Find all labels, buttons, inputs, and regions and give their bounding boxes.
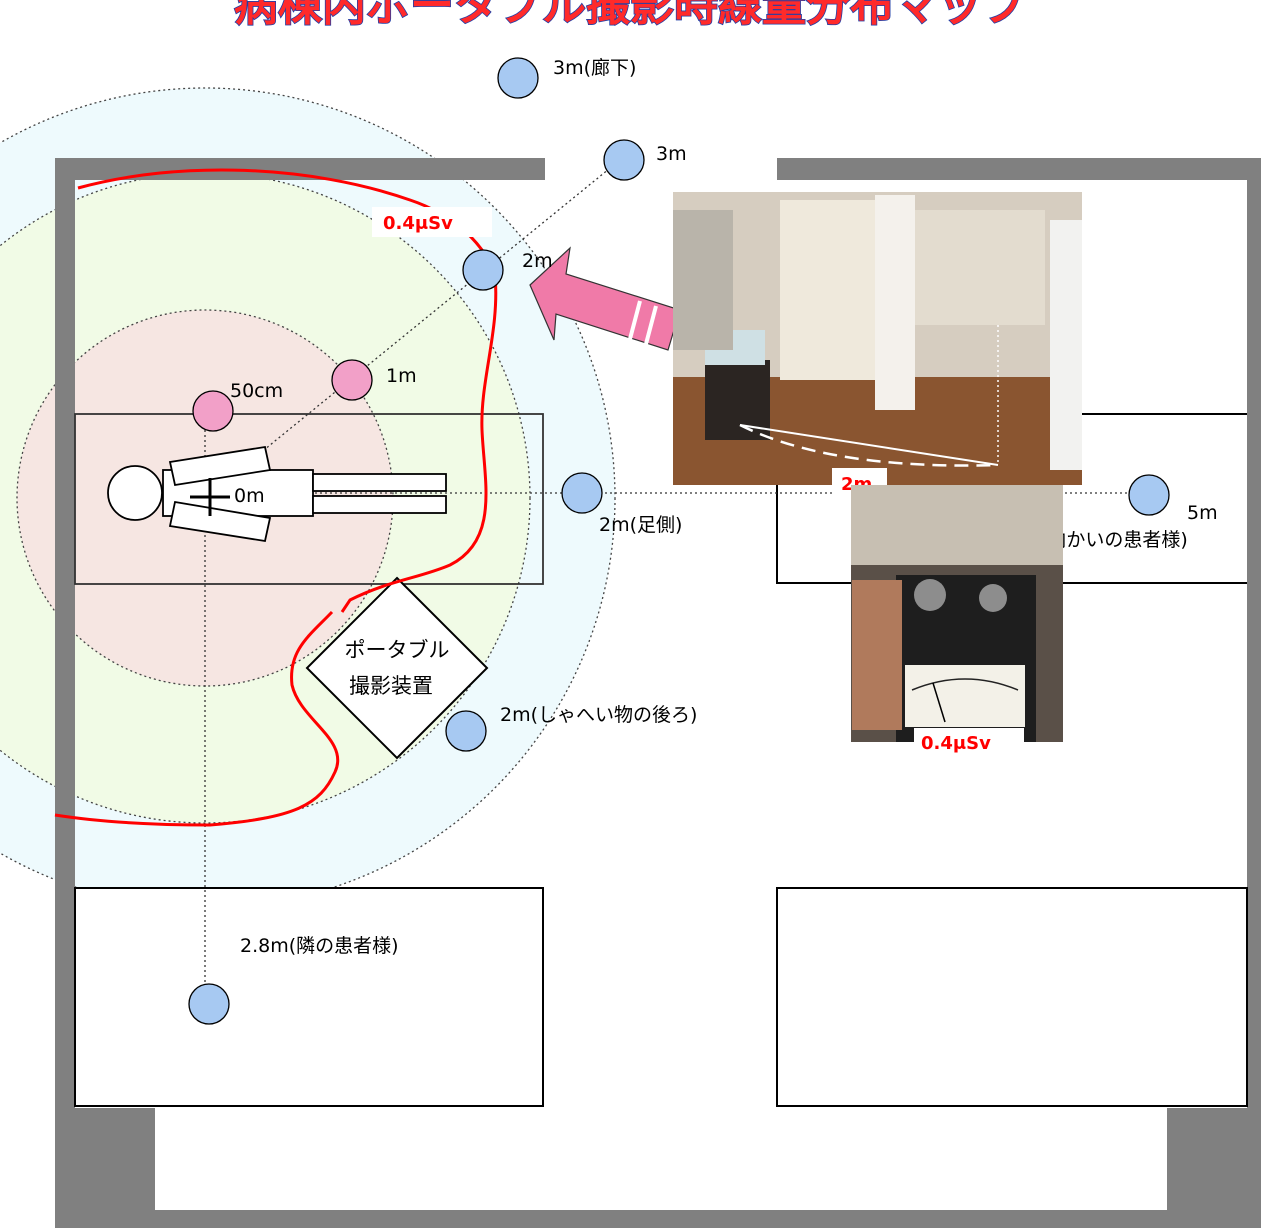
photo-meter-hand — [852, 580, 902, 730]
point-3m — [603, 139, 645, 181]
photo-dose-label: 0.4μSv — [921, 733, 991, 754]
photo-distance-dashed — [739, 423, 999, 467]
dose-label: 0.4μSv — [383, 213, 453, 234]
label-5m: 5m — [1187, 502, 1218, 524]
wall-bottom-left-block — [55, 1108, 155, 1228]
dose-label-bg — [372, 207, 492, 237]
label-3m-corridor: 3m(廊下) — [553, 57, 636, 79]
point-50cm — [192, 390, 234, 432]
wall-top-left — [55, 158, 545, 180]
patient-leg-upper — [312, 473, 447, 492]
isodose-contour-upper — [77, 168, 498, 613]
photo-distance-line — [739, 424, 999, 466]
point-2-8m — [188, 983, 230, 1025]
bed-right-outline — [776, 485, 1247, 584]
bed-neighbor — [74, 887, 544, 1107]
wall-bottom-right-block — [1167, 1108, 1261, 1228]
bed-lower-right — [776, 887, 1248, 1107]
label-5m-sub: (向かいの患者様) — [1040, 529, 1188, 551]
label-3m: 3m — [656, 143, 687, 165]
point-2m — [462, 249, 504, 291]
photo-xray-arm — [673, 210, 733, 350]
label-50cm: 50cm — [230, 380, 283, 402]
isodose-contour-lower — [54, 610, 340, 827]
photo-window — [915, 210, 1045, 325]
wall-top-right — [777, 158, 1261, 180]
photo-meter-scale — [911, 678, 1019, 691]
point-2m-foot — [561, 472, 603, 514]
page-title: 病棟内ポータブル撮影時線量分布マップ — [234, 0, 1026, 31]
photo-meter-needle — [932, 682, 946, 723]
label-1m: 1m — [386, 365, 417, 387]
label-2m-shield: 2m(しゃへい物の後ろ) — [500, 704, 697, 726]
photo-room-floor — [673, 377, 1082, 485]
photo-meter-knob-right — [979, 584, 1007, 612]
wall-right — [1247, 158, 1261, 1108]
point-1m — [331, 359, 373, 401]
device-label-line2: 撮影装置 — [349, 674, 433, 698]
arrow-stripe-1 — [628, 300, 642, 340]
photo-stand — [705, 360, 770, 440]
patient-figure — [107, 445, 447, 543]
photo-room-measurement — [673, 192, 1082, 485]
arrow-stripe-2 — [644, 305, 658, 345]
patient-head — [107, 465, 163, 521]
bed-patient — [74, 413, 544, 585]
device-label-line1: ポータブル — [345, 638, 450, 662]
photo-survey-meter — [851, 485, 1063, 742]
wall-left — [55, 158, 75, 1228]
label-2m: 2m — [522, 250, 553, 272]
point-2m-shield — [445, 710, 487, 752]
photo-meter-knob-left — [914, 579, 946, 611]
portable-xray-device — [305, 576, 489, 760]
measure-line-diagonal — [204, 159, 621, 499]
photo-meter-background — [851, 485, 1063, 565]
photo-curtain — [780, 200, 880, 380]
photo-meter-dial — [905, 665, 1025, 727]
point-3m-corridor — [497, 57, 539, 99]
patient-leg-lower — [312, 495, 447, 514]
photo-dose-label-bg — [914, 728, 1024, 756]
photo-person — [1050, 220, 1082, 470]
patient-arm-lower — [168, 500, 272, 543]
label-2m-foot: 2m(足側) — [599, 514, 682, 536]
photo-pillar — [875, 195, 915, 410]
wall-bottom — [55, 1210, 1261, 1228]
patient-arm-upper — [168, 445, 272, 487]
label-0m: 0m — [234, 485, 265, 507]
label-2-8m: 2.8m(隣の患者様) — [240, 935, 399, 957]
point-5m — [1128, 474, 1170, 516]
